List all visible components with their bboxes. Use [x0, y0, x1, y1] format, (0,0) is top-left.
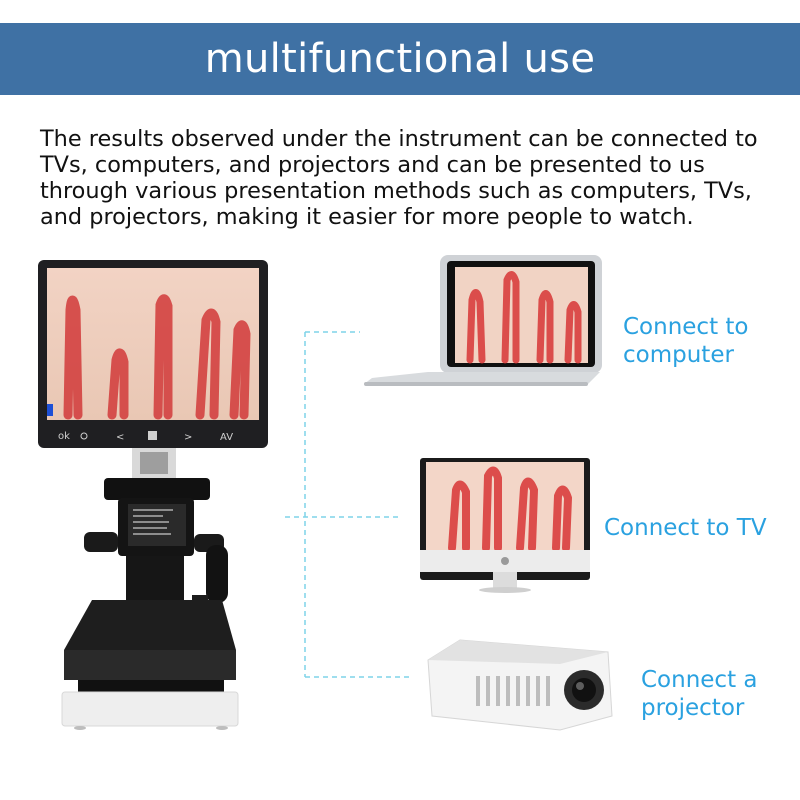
description-text: The results observed under the instrumen…: [40, 126, 758, 230]
microscope-stage: [64, 600, 236, 650]
connect-projector-label: Connect a projector: [641, 667, 758, 721]
connect-tv-label: Connect to TV: [604, 515, 767, 541]
svg-text:AV: AV: [220, 432, 233, 443]
svg-text:ok: ok: [58, 431, 70, 442]
connect-computer-label: Connect to computer: [623, 314, 749, 368]
microscope-base: [61, 691, 239, 727]
capillary-pattern: [63, 294, 251, 420]
focus-knob: [206, 545, 228, 603]
svg-text:>: >: [184, 432, 192, 443]
page-title: multifunctional use: [204, 36, 596, 82]
svg-text:<: <: [116, 432, 124, 443]
header-banner: multifunctional use: [0, 23, 800, 95]
monitor-screen: [47, 268, 259, 420]
